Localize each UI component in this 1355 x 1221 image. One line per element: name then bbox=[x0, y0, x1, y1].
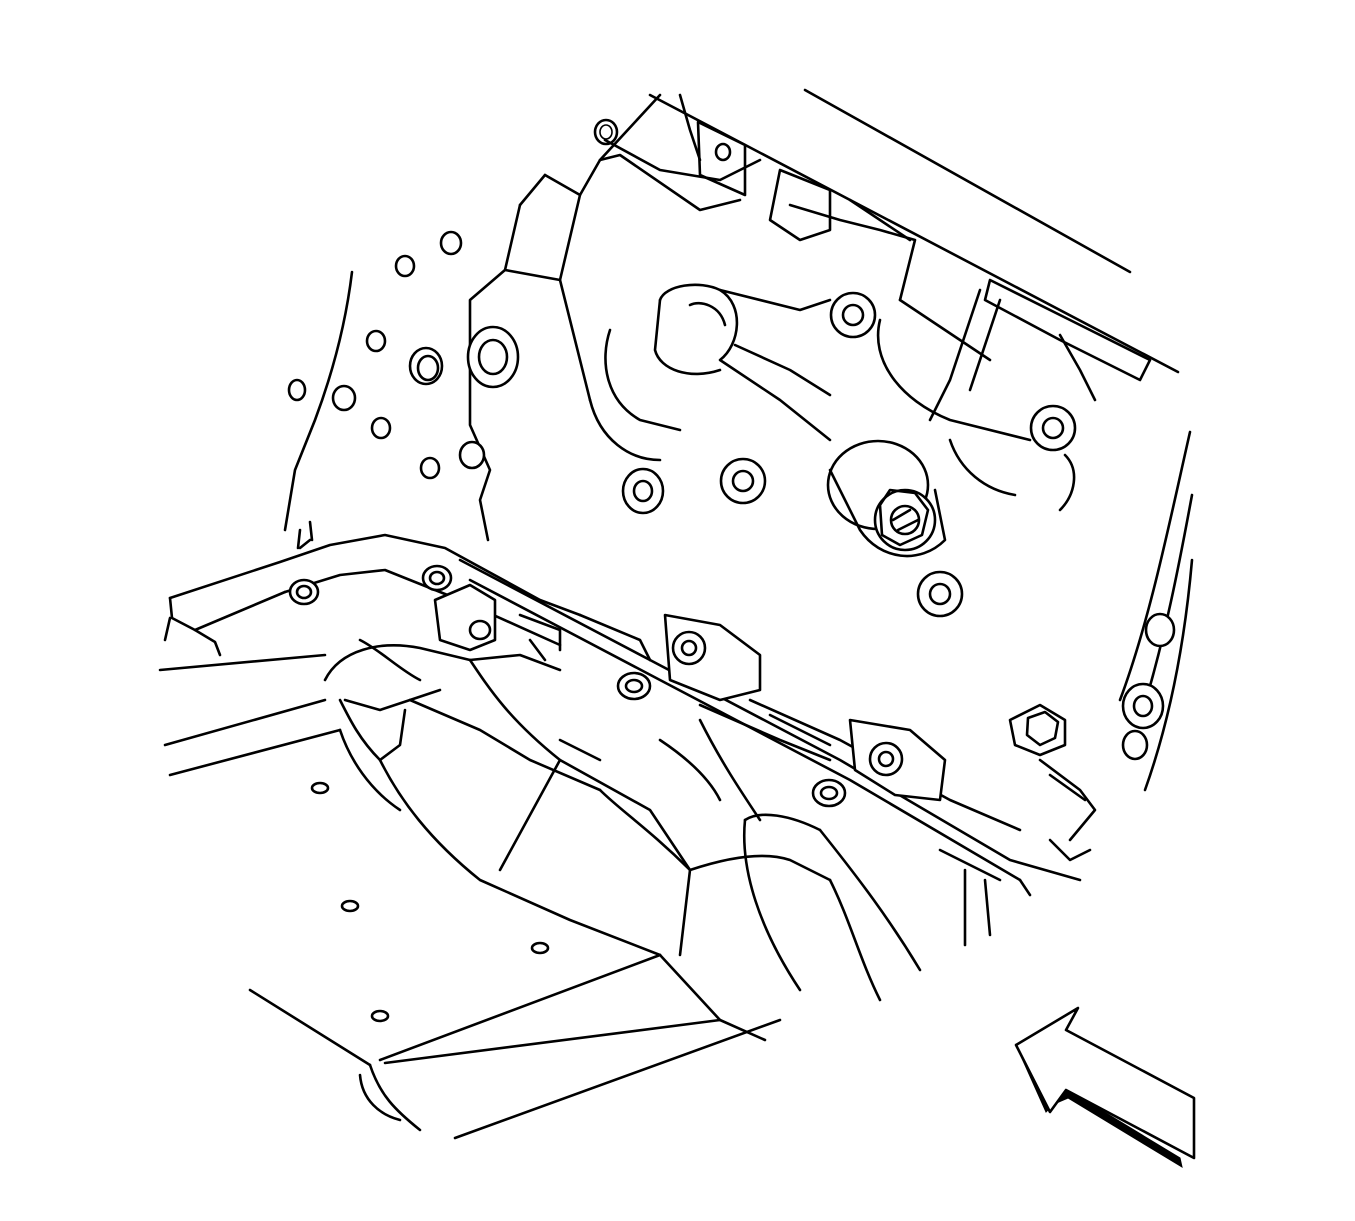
oil-pan-rail bbox=[163, 520, 1097, 947]
transmission-face bbox=[283, 230, 463, 532]
main-bearing-cap-area bbox=[588, 283, 1076, 558]
engine-block bbox=[458, 88, 1194, 792]
crossmember bbox=[158, 638, 922, 1140]
view-direction-arrow-icon bbox=[1014, 1006, 1196, 1169]
